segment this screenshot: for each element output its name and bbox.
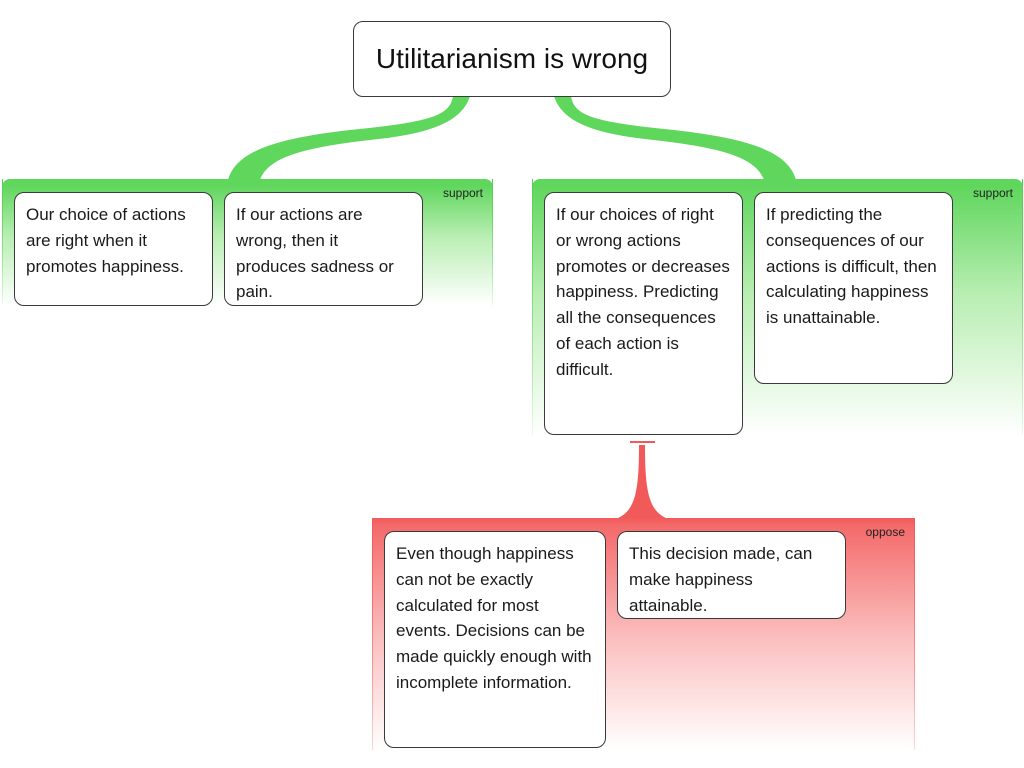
connector-reason-to-oppose-group [618, 445, 666, 518]
group-edge [914, 518, 915, 750]
group-label-oppose: oppose [865, 525, 905, 539]
group-label-support: support [972, 186, 1013, 200]
connector-claim-to-right-group [554, 96, 796, 180]
group-label-support: support [442, 186, 483, 200]
connector-claim-to-left-group [228, 96, 470, 180]
reason-box[interactable]: If predicting the consequences of our ac… [754, 192, 953, 384]
objection-box[interactable]: Even though happiness can not be exactly… [384, 531, 606, 748]
group-edge [372, 518, 373, 750]
reason-box[interactable]: Our choice of actions are right when it … [14, 192, 213, 306]
group-edge [2, 179, 3, 305]
group-edge [492, 179, 493, 305]
main-claim[interactable]: Utilitarianism is wrong [353, 21, 671, 97]
reason-box[interactable]: If our choices of right or wrong actions… [544, 192, 743, 435]
reason-box[interactable]: If our actions are wrong, then it produc… [224, 192, 423, 306]
group-edge [1022, 179, 1023, 435]
group-edge [532, 179, 533, 435]
objection-box[interactable]: This decision made, can make happiness a… [617, 531, 846, 619]
